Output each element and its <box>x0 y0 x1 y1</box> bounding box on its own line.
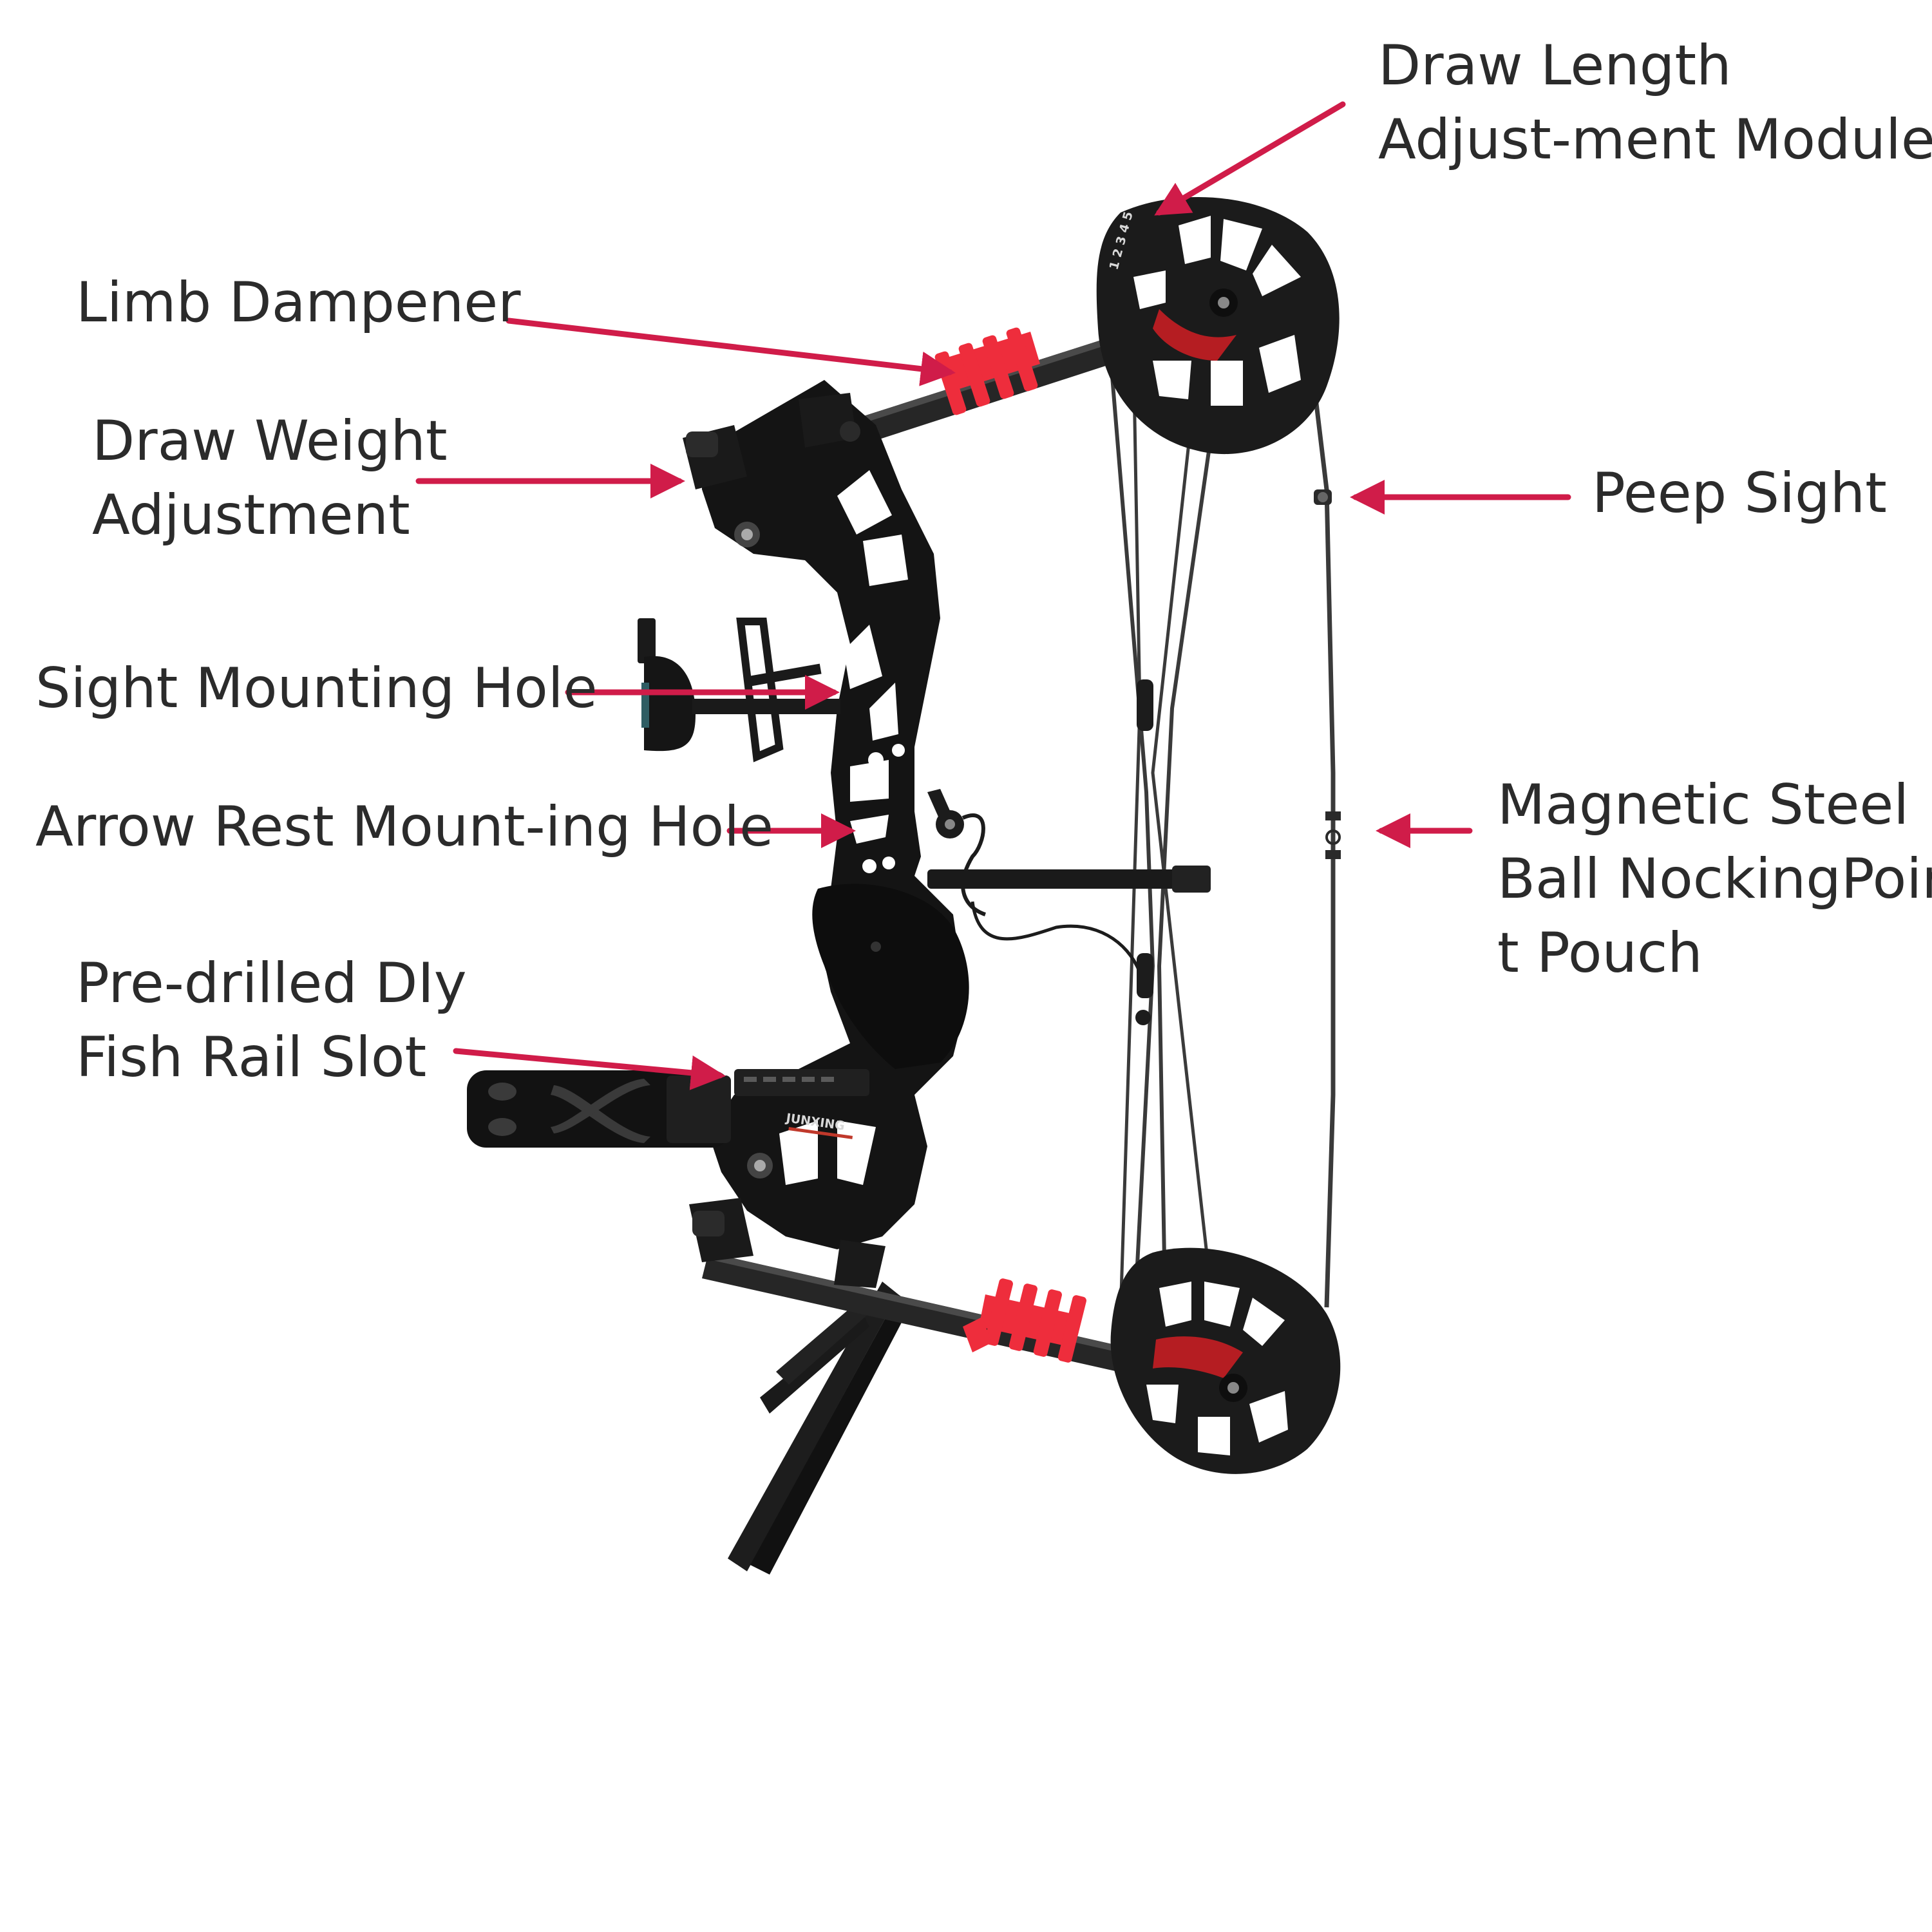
nocking-point <box>1325 811 1341 859</box>
bow-grip <box>812 884 969 1069</box>
label-peep-sight: Peep Sight <box>1592 457 1887 531</box>
label-magnetic-steel-line1: Magnetic Steel <box>1497 773 1909 837</box>
sight-mount-holes <box>868 744 905 768</box>
label-arrow-rest-line1: Arrow Rest Mount-ing Hole <box>35 795 774 859</box>
cable-2 <box>1157 347 1226 1334</box>
label-peep-sight-line1: Peep Sight <box>1592 461 1887 526</box>
arrow-rest <box>927 789 1142 973</box>
label-draw-length: Draw Length Adjust-ment Module <box>1378 29 1932 177</box>
label-magnetic-steel-line3: t Pouch <box>1497 921 1703 985</box>
bow-strings <box>1109 328 1336 1347</box>
bow-stand <box>728 1282 911 1575</box>
label-arrow-rest: Arrow Rest Mount-ing Hole <box>35 790 773 864</box>
callout-arrows <box>415 101 1571 1090</box>
lower-cam <box>1110 1247 1341 1474</box>
upper-cam: 1 2 3 4 5 <box>1096 197 1340 455</box>
label-sight-mounting: Sight Mounting Hole <box>35 652 598 726</box>
label-draw-length-line2: Adjust-ment Module <box>1378 108 1932 172</box>
bow-sight <box>638 618 840 762</box>
label-draw-length-line1: Draw Length <box>1378 33 1732 98</box>
upper-limb-pocket <box>683 393 860 489</box>
bowstring <box>1305 328 1336 1308</box>
cable-3 <box>1151 360 1219 1347</box>
label-limb-dampener-line1: Limb Dampener <box>76 270 521 335</box>
stabilizer <box>467 1070 731 1148</box>
label-draw-weight: Draw Weight Adjustment <box>92 404 448 553</box>
label-draw-weight-line1: Draw Weight <box>92 409 448 473</box>
label-fish-rail-line1: Pre-drilled DIy <box>76 951 467 1016</box>
cable-1 <box>1109 360 1155 1340</box>
fish-rail-plate: JUNXING <box>734 1069 869 1139</box>
cable-guard <box>927 866 1211 893</box>
label-draw-weight-line2: Adjustment <box>92 483 410 547</box>
arrow-fish-rail <box>453 1048 726 1090</box>
arrow-limb-dampener <box>506 317 956 386</box>
peep-sight <box>1314 489 1332 505</box>
label-magnetic-steel: Magnetic Steel Ball NockingPoin t Pouch <box>1497 768 1932 990</box>
label-magnetic-steel-line2: Ball NockingPoin <box>1497 847 1932 911</box>
arrow-rest-holes <box>862 857 895 873</box>
label-limb-dampener: Limb Dampener <box>76 266 520 340</box>
lower-limb-dampener <box>963 1278 1086 1363</box>
label-fish-rail: Pre-drilled DIy Fish Rail Slot <box>76 947 467 1095</box>
arrow-draw-length <box>1154 101 1346 216</box>
label-sight-mounting-line1: Sight Mounting Hole <box>35 656 598 721</box>
lower-limb-pocket <box>689 1198 886 1288</box>
cable-slides <box>1135 679 1153 1025</box>
label-fish-rail-line2: Fish Rail Slot <box>76 1025 427 1090</box>
